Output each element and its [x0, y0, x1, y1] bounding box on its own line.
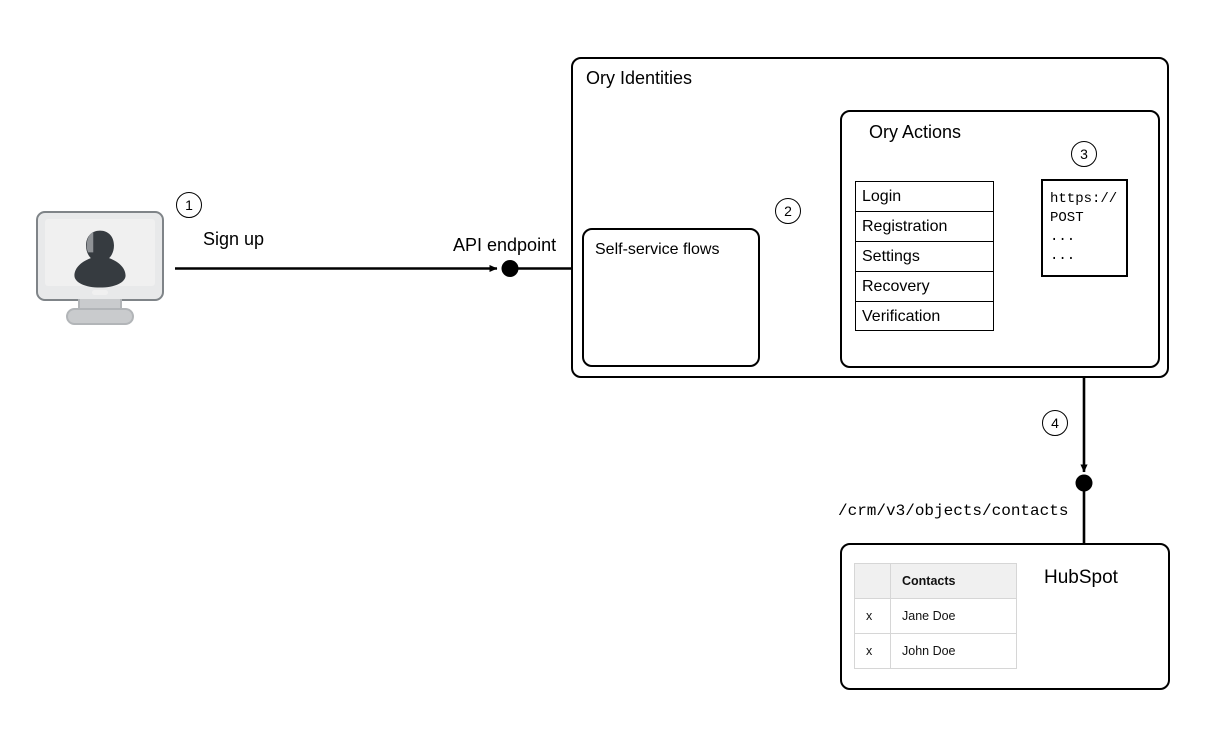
http-request-box: https:// POST ... ... — [1041, 179, 1128, 277]
signup-label: Sign up — [203, 229, 265, 249]
contact-mark: x — [854, 598, 891, 634]
monitor-base — [66, 308, 134, 325]
self-service-flows-title: Self-service flows — [595, 241, 720, 258]
contacts-table: Contacts x Jane Doe x John Doe — [854, 563, 1017, 669]
hubspot-endpoint-path: /crm/v3/objects/contacts — [838, 502, 1069, 520]
step-badge-2: 2 — [775, 198, 801, 224]
table-row[interactable]: x Jane Doe — [854, 598, 1017, 634]
monitor-screen — [45, 219, 155, 288]
step-badge-4: 4 — [1042, 410, 1068, 436]
api-endpoint-label: API endpoint — [453, 235, 557, 255]
hubspot-title: HubSpot — [1044, 567, 1118, 588]
table-header-mark — [854, 563, 891, 599]
flow-item-registration[interactable]: Registration — [856, 212, 993, 242]
contact-name: John Doe — [890, 633, 1017, 669]
monitor-power-button — [92, 290, 108, 295]
table-header-contacts: Contacts — [890, 563, 1017, 599]
http-request-line-3: ... — [1050, 228, 1076, 245]
api-endpoint-dot — [501, 260, 519, 277]
step-badge-3: 3 — [1071, 141, 1097, 167]
table-row[interactable]: x John Doe — [854, 633, 1017, 669]
contact-name: Jane Doe — [890, 598, 1017, 634]
http-request-line-1: https:// — [1050, 191, 1118, 207]
monitor-user-icon — [36, 211, 164, 301]
flow-item-settings[interactable]: Settings — [856, 242, 993, 272]
ory-actions-flow-list: Login Registration Settings Recovery Ver… — [855, 181, 994, 331]
table-header-row: Contacts — [854, 563, 1017, 599]
http-request-line-4: ... — [1050, 247, 1076, 264]
step-badge-1: 1 — [176, 192, 202, 218]
flow-item-recovery[interactable]: Recovery — [856, 272, 993, 302]
avatar-icon — [74, 230, 126, 288]
flow-item-verification[interactable]: Verification — [862, 308, 941, 325]
contact-mark: x — [854, 633, 891, 669]
ory-identities-title: Ory Identities — [586, 68, 693, 88]
ory-actions-title: Ory Actions — [869, 122, 962, 142]
http-request-line-2: POST — [1050, 209, 1084, 226]
flow-item-login[interactable]: Login — [856, 182, 993, 212]
self-service-flows-box — [582, 228, 760, 367]
